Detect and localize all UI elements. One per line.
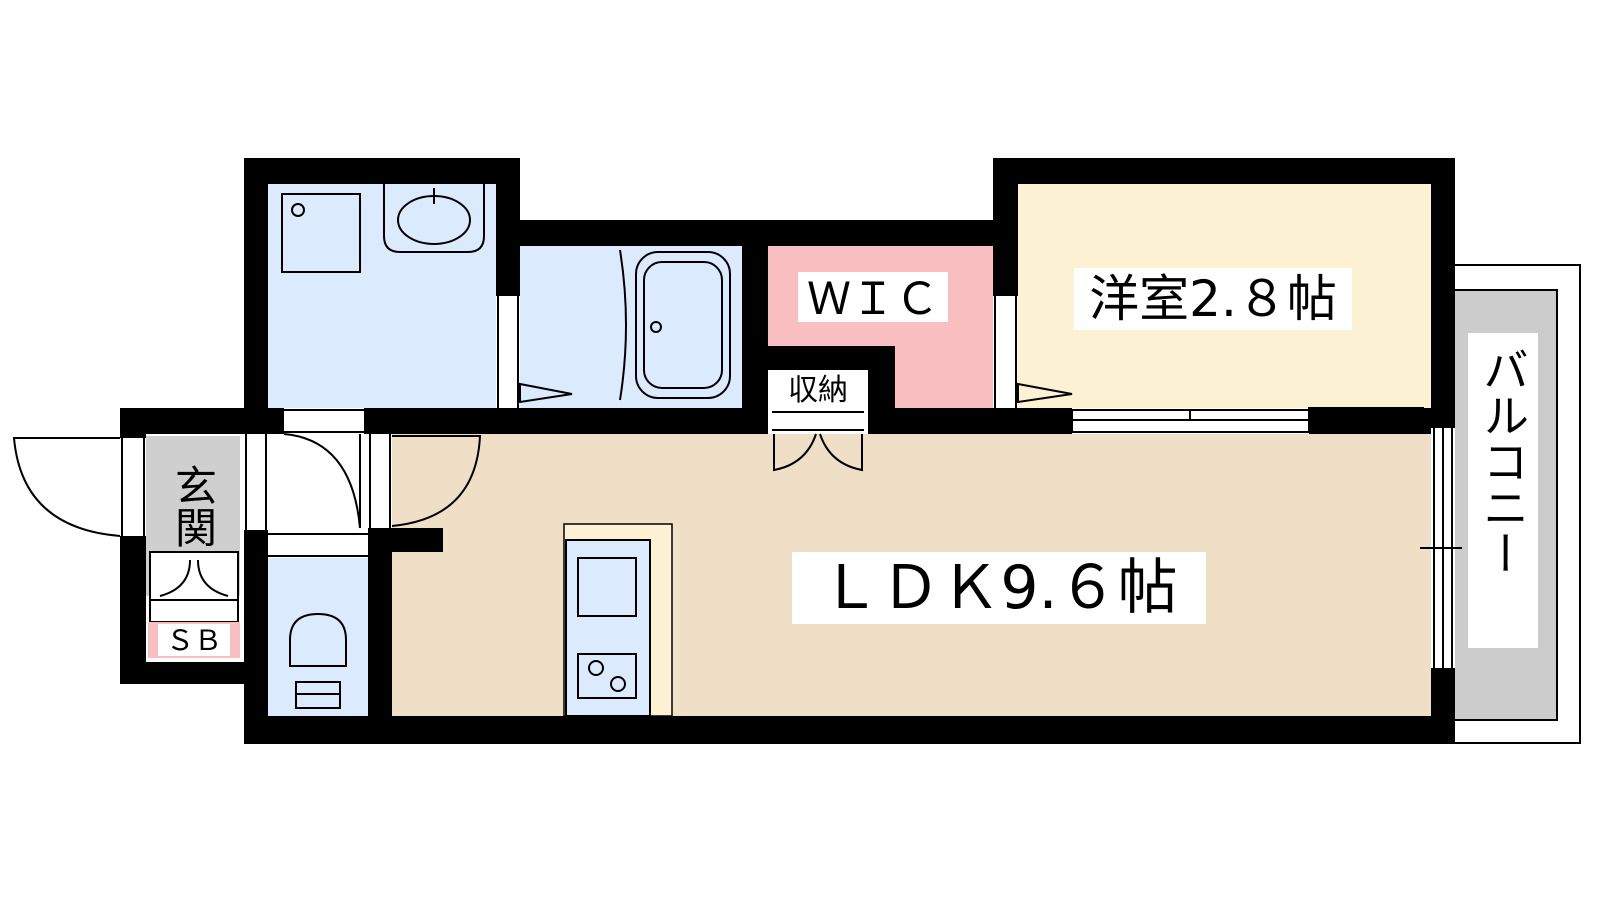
bathroom-floor bbox=[520, 246, 742, 408]
kitchen bbox=[563, 523, 673, 717]
storage-doors bbox=[768, 408, 868, 472]
entrance: 玄関 bbox=[169, 464, 218, 548]
storage-label-bg bbox=[768, 370, 868, 408]
bathtub bbox=[619, 249, 731, 401]
shoe-box: ＳＢ bbox=[148, 551, 240, 658]
washroom-floor bbox=[268, 184, 496, 408]
wash-basin bbox=[383, 184, 485, 253]
kitchen-sink bbox=[577, 557, 637, 617]
entrance-label: 玄関 bbox=[169, 464, 218, 548]
toilet-floor bbox=[268, 558, 368, 716]
balcony: バルコニー bbox=[1449, 264, 1581, 744]
ldk-label: ＬＤＫ9.６帖 bbox=[820, 553, 1177, 623]
entrance-inner-opening bbox=[244, 434, 268, 530]
walls bbox=[120, 158, 1455, 744]
sliding-partition bbox=[1071, 407, 1424, 434]
storage-label: 収納 bbox=[788, 373, 848, 408]
bathroom-door bbox=[496, 296, 573, 408]
balcony-label: バルコニー bbox=[1476, 346, 1530, 576]
shoe-box-label: ＳＢ bbox=[166, 624, 222, 657]
western-room-door bbox=[993, 296, 1073, 408]
balcony-label-bg bbox=[1468, 333, 1538, 648]
toilet bbox=[289, 612, 347, 709]
wic-label-bg bbox=[798, 272, 948, 322]
toilet-door bbox=[268, 532, 368, 558]
ldk-door bbox=[368, 434, 482, 528]
wic-label: ＷＩＣ bbox=[807, 274, 939, 325]
front-door bbox=[12, 437, 146, 537]
washroom-door bbox=[283, 408, 364, 529]
hallway-floor bbox=[268, 435, 368, 535]
western-room-label-bg bbox=[1074, 268, 1352, 330]
washing-machine-pan bbox=[281, 193, 361, 273]
ldk-label-bg bbox=[792, 552, 1206, 624]
western-room-label: 洋室2.８帖 bbox=[1089, 270, 1337, 328]
balcony-window bbox=[1420, 428, 1462, 668]
kitchen-stove bbox=[577, 653, 637, 699]
